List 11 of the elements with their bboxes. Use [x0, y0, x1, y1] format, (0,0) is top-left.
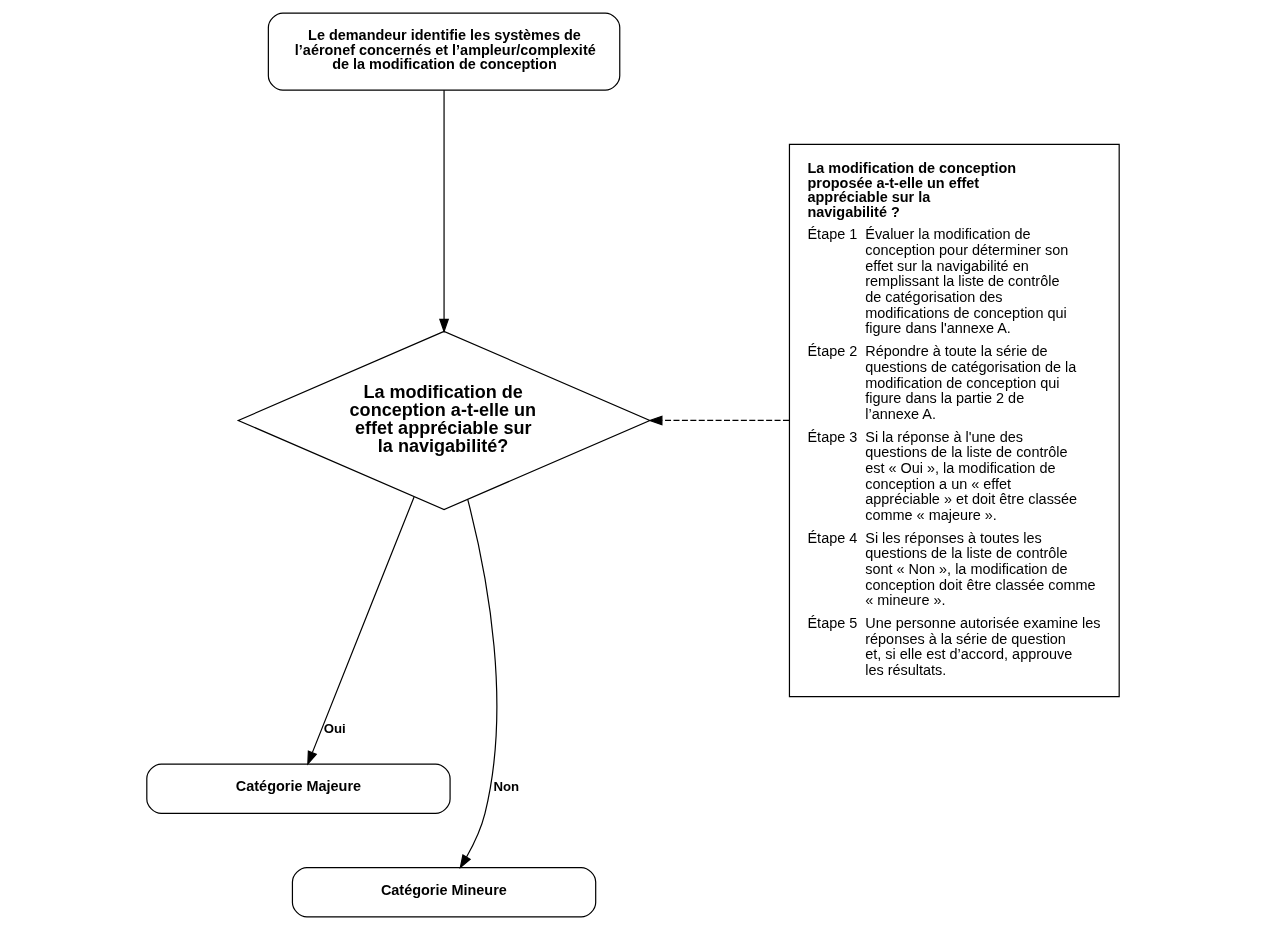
node-box: La modification de conception proposée a-t-elle un effet appréciable sur la navigabilité ? Étape 1 Évaluer la modification de conception pour déterminer son effet sur la navigabilité en remplissant la liste de contrôle de catégorisation des modifications de conception qui figure dans l'annexe A. Étape 2 Répondre à toute la série de questions de catégorisation de la modification de conception qui figure dans la partie 2 de l’annexe A. Étape 3 Si la réponse à l'une des questions de la liste de contrôle est « Oui », la modification de conception a un « effet appréciable » et doit être classée comme « majeure ». Étape 4 Si les réponses à toutes les questions de la liste de contrôle sont « Non », la modification de conception doit être classée comme « mineure ». Étape 5 Une personne autorisée examine les réponses à la série de question et, si elle est d’accord, approuve les résultats. [788, 143, 1120, 698]
arrow [648, 415, 790, 426]
node-diamond: La modification de conception a-t-elle un effet appréciable sur la navigabilité? [236, 330, 652, 511]
node-box: Catégorie Majeure [146, 763, 451, 814]
edge-label: Non [493, 778, 520, 794]
arrow [459, 498, 498, 869]
node-box: Catégorie Mineure [291, 866, 597, 918]
node-box: Le demandeur identifie les systèmes de l’aéronef concernés et l’ampleur/complexité de la modification de conception [267, 12, 621, 91]
edge-label: Oui [323, 720, 346, 736]
arrow [307, 496, 415, 766]
arrow [439, 89, 450, 334]
